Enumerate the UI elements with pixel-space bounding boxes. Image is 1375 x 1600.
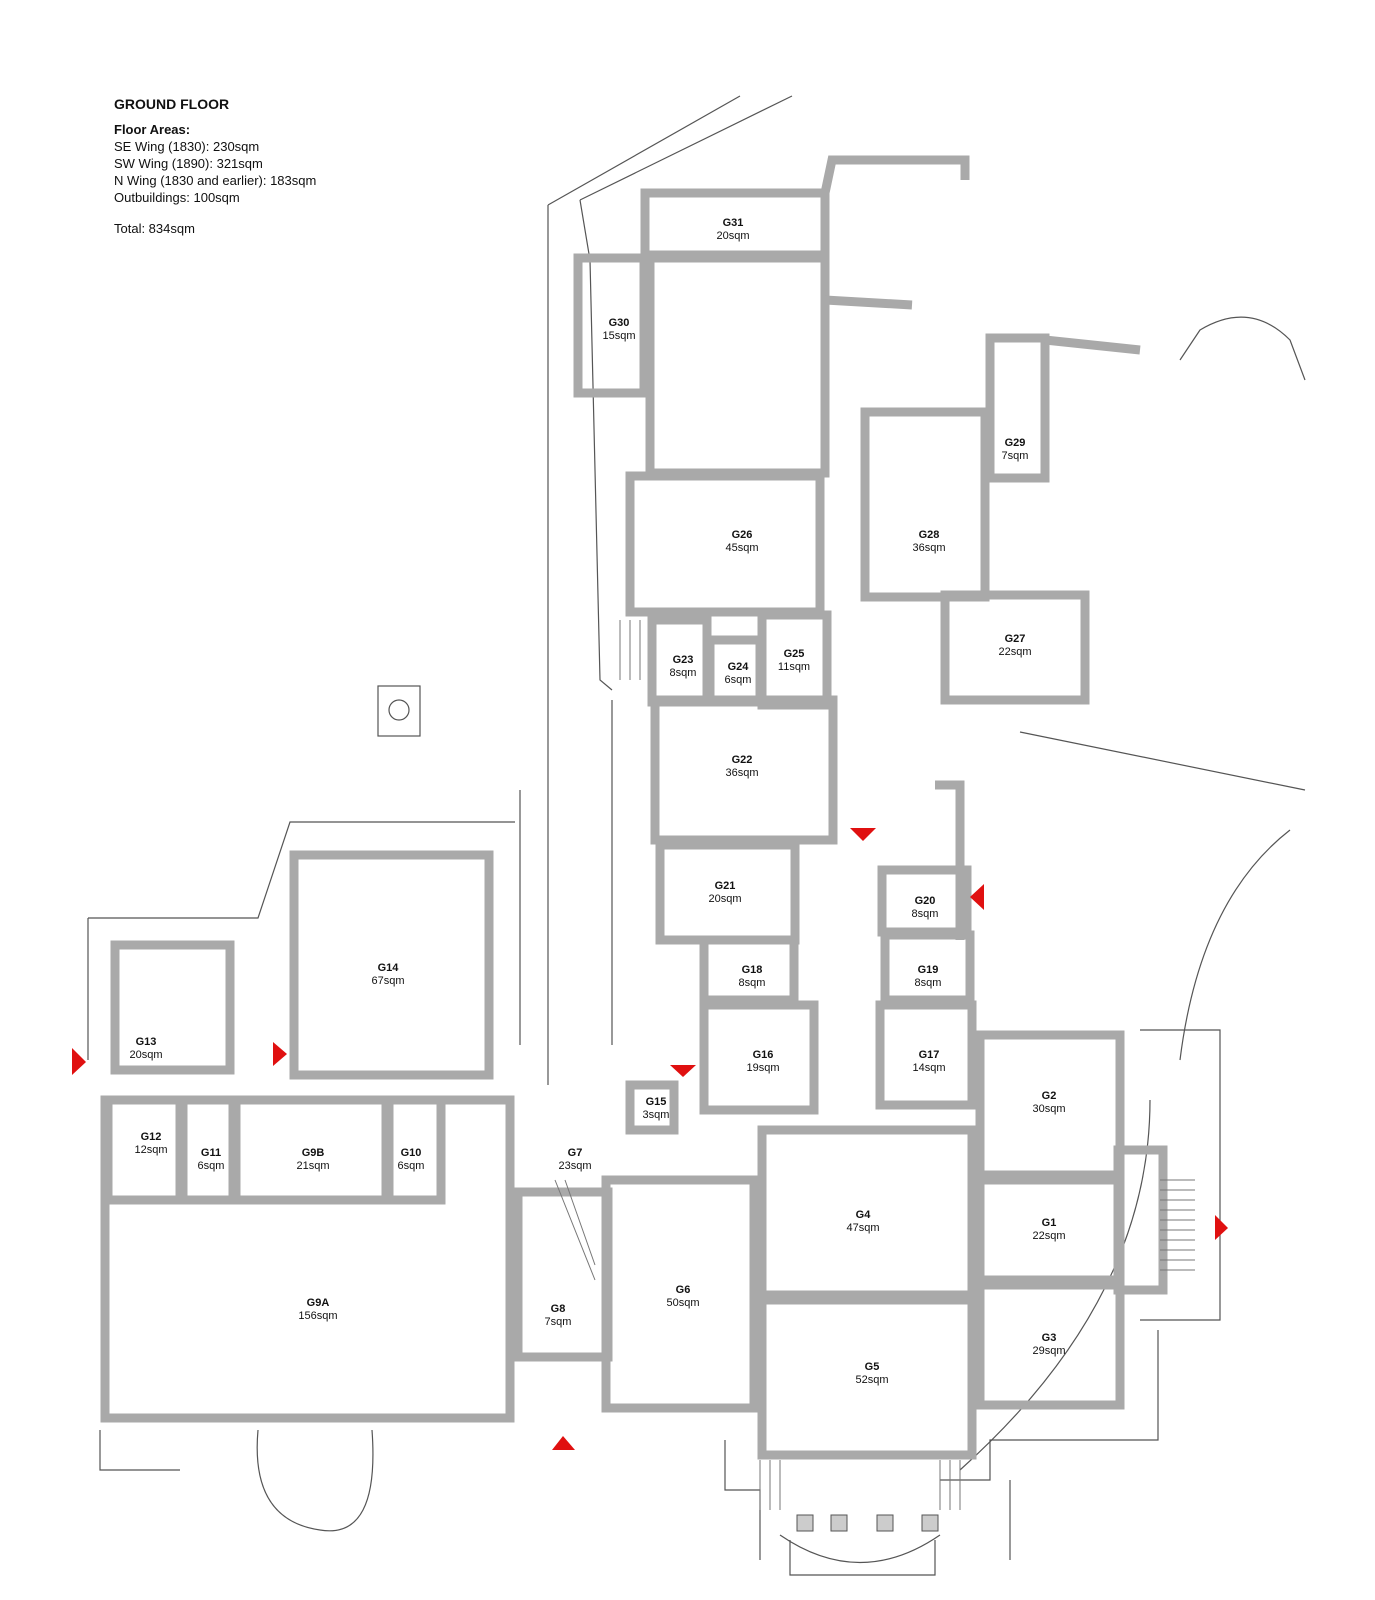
floor-areas-heading: Floor Areas: [114, 122, 191, 137]
entrance-marker-g20 [970, 884, 984, 910]
floor-title: GROUND FLOOR [114, 96, 230, 112]
entrance-marker-north [850, 828, 876, 841]
entrance-marker-west [72, 1048, 86, 1075]
area-n-wing: N Wing (1830 and earlier): 183sqm [114, 173, 317, 188]
area-sw-wing: SW Wing (1890): 321sqm [114, 156, 263, 171]
area-outbuildings: Outbuildings: 100sqm [114, 190, 240, 205]
area-se-wing: SE Wing (1830): 230sqm [114, 139, 260, 154]
entrance-marker-courtyard [273, 1042, 287, 1066]
entrance-marker-g15 [670, 1065, 696, 1077]
total-area: Total: 834sqm [114, 221, 195, 236]
entrance-marker-east [1215, 1215, 1228, 1240]
entrance-marker-south [552, 1436, 575, 1450]
floor-legend: GROUND FLOOR Floor Areas: SE Wing (1830)… [114, 96, 316, 236]
